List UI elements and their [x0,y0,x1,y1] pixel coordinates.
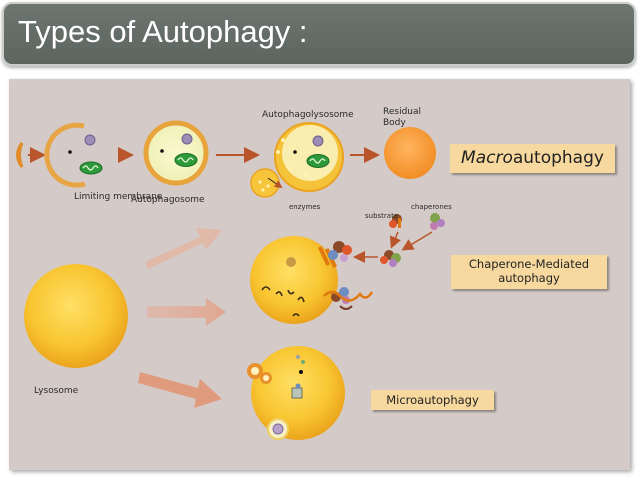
mitochondrion-1 [79,161,103,175]
label-chaperones: chaperones [411,203,452,211]
label-lysosome: Lysosome [34,386,79,396]
label-substrate: substrate [365,212,399,220]
cma-line-2: autophagy [498,271,560,285]
macro-pathway [16,120,436,198]
limiting-membrane-shape [44,122,86,188]
label-enzymes: enzymes [289,203,321,211]
label-limiting-membrane: Limiting membrane [74,192,163,202]
mitochondrion-2 [174,153,198,167]
big-arrows [138,228,226,408]
macro-prefix: Macro [461,148,513,168]
title-bar: Types of Autophagy : [2,2,636,66]
microautophagy-box: Microautophagy [371,390,494,410]
phagophore-crescent [16,142,24,168]
autophagosome-shape [143,120,209,186]
micro-pathway [247,346,345,440]
arrow-to-macro [145,228,222,269]
residual-body-shape [384,127,436,179]
chaperone-mediated-box: Chaperone-Mediated autophagy [451,255,607,289]
macro-suffix: autophagy [512,148,604,168]
lysosome-shape [24,264,128,368]
label-autophagosome: Autophagosome [131,195,205,205]
label-residual-body: Residual Body [383,107,422,128]
arrow-to-micro [138,372,222,408]
label-autophagolysosome: Autophagolysosome [262,110,354,120]
cma-line-1: Chaperone-Mediated [468,257,590,271]
macroautophagy-box: Macroautophagy [450,144,615,173]
cma-lysosome [250,236,338,324]
cma-pathway [250,213,445,324]
mitochondrion-3 [306,154,330,168]
arrow-to-cma [147,298,226,326]
cargo-purple [84,134,96,146]
slide-title: Types of Autophagy : [18,14,308,49]
